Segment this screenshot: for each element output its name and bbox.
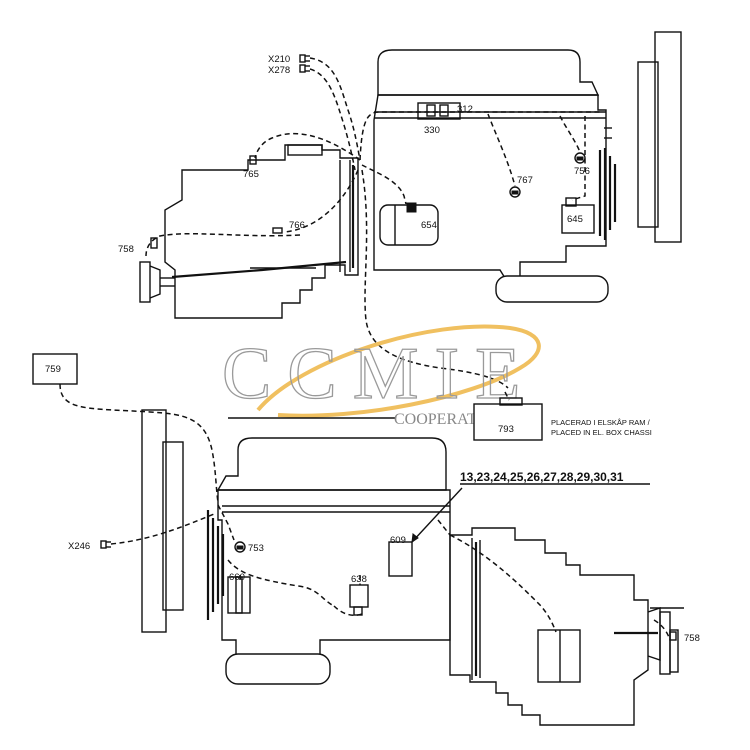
label-759: 759 bbox=[45, 364, 61, 375]
label-766: 766 bbox=[289, 220, 305, 231]
bottom-engine-cover bbox=[216, 437, 447, 491]
label-753: 753 bbox=[248, 543, 264, 554]
label-ref-numbers: 13,23,24,25,26,27,28,29,30,31 bbox=[460, 470, 624, 484]
label-654: 654 bbox=[421, 220, 437, 231]
watermark-swoosh bbox=[256, 324, 541, 418]
sensor-766-symbol bbox=[272, 227, 283, 234]
bottom-engine-body bbox=[217, 489, 451, 657]
label-793: 793 bbox=[498, 424, 514, 435]
connector-x278-symbol bbox=[299, 64, 310, 73]
label-312: 312 bbox=[457, 104, 473, 115]
sensor-756-symbol bbox=[574, 152, 586, 164]
sensor-753-symbol bbox=[234, 541, 246, 553]
note-line-2: PLACED IN EL. BOX CHASSI bbox=[551, 428, 652, 437]
label-x278: X278 bbox=[268, 65, 290, 76]
component-759-box bbox=[32, 353, 78, 385]
sensor-767-symbol bbox=[509, 186, 521, 198]
label-660: 660 bbox=[229, 572, 245, 583]
bottom-assembly bbox=[32, 353, 684, 726]
connector-x246-symbol bbox=[100, 540, 111, 549]
top-radiator-inner bbox=[637, 61, 659, 228]
label-758-bottom: 758 bbox=[684, 633, 700, 644]
label-756: 756 bbox=[574, 166, 590, 177]
connector-x210-symbol bbox=[299, 54, 310, 63]
label-330: 330 bbox=[424, 125, 440, 136]
top-engine-cover bbox=[377, 49, 600, 96]
label-609: 609 bbox=[390, 535, 406, 546]
top-output-flange bbox=[139, 261, 175, 303]
label-x210: X210 bbox=[268, 54, 290, 65]
top-dashed-harness bbox=[145, 57, 600, 389]
label-758-top: 758 bbox=[118, 244, 134, 255]
label-767: 767 bbox=[517, 175, 533, 186]
top-engine-ribs bbox=[598, 127, 617, 240]
top-oil-pan bbox=[495, 275, 609, 303]
bottom-output-flange bbox=[614, 607, 684, 675]
watermark: CCMIE COOPERATION bbox=[221, 324, 541, 428]
top-transmission bbox=[164, 144, 359, 319]
bottom-dashed-harness bbox=[59, 383, 671, 641]
watermark-big-text: CCMIE bbox=[222, 333, 536, 415]
label-765: 765 bbox=[243, 169, 259, 180]
bottom-radiator-inner bbox=[162, 441, 184, 611]
component-645-box bbox=[561, 204, 595, 234]
component-609-box bbox=[388, 541, 413, 577]
top-radiator-outer bbox=[654, 31, 682, 243]
bottom-transmission-module bbox=[537, 629, 581, 683]
top-engine-body bbox=[373, 94, 607, 279]
sensor-765-symbol bbox=[249, 155, 257, 165]
labels: X210 X278 312 330 765 766 767 756 654 64… bbox=[45, 54, 700, 644]
note-line-1: PLACERAD I ELSKÅP RAM / bbox=[551, 418, 651, 427]
component-793-box bbox=[473, 403, 543, 441]
component-638-box bbox=[349, 584, 369, 608]
sensor-758-bottom-symbol bbox=[669, 631, 677, 641]
component-312-box bbox=[417, 102, 461, 120]
label-638: 638 bbox=[351, 574, 367, 585]
label-645: 645 bbox=[567, 214, 583, 225]
ref-leader-line bbox=[411, 487, 463, 543]
bottom-oil-pan bbox=[225, 653, 331, 685]
bottom-engine-ribs bbox=[206, 510, 225, 620]
sensor-758-top-symbol bbox=[150, 237, 158, 249]
top-assembly bbox=[139, 31, 682, 389]
label-x246: X246 bbox=[68, 541, 90, 552]
bottom-transmission bbox=[449, 527, 649, 726]
bottom-radiator-outer bbox=[141, 409, 167, 633]
